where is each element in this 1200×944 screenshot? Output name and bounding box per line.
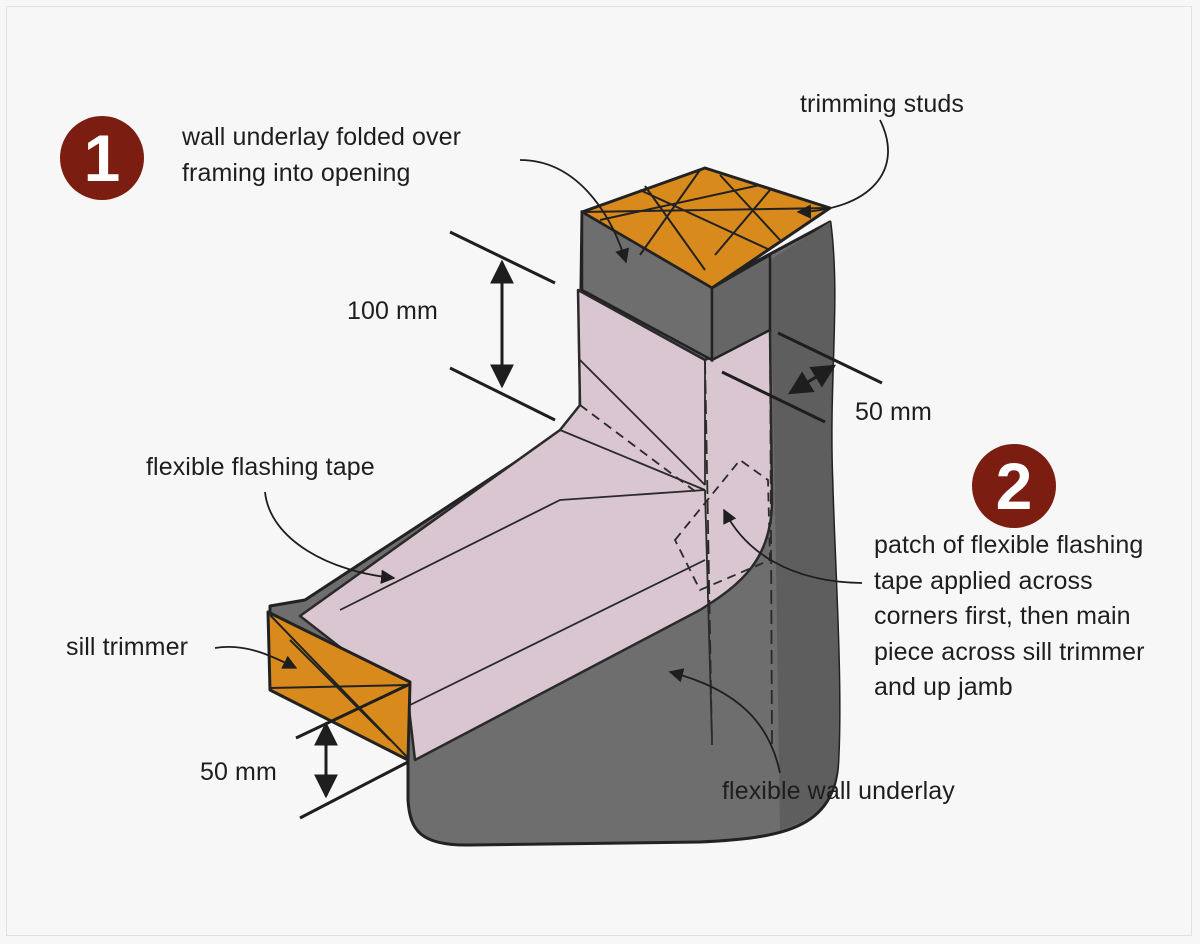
label-trimming-studs: trimming studs <box>800 87 964 123</box>
underlay-shadow <box>770 222 839 830</box>
label-dimension-50mm-left: 50 mm <box>200 755 277 791</box>
label-dimension-50mm-right: 50 mm <box>855 395 932 431</box>
label-line: patch of flexible flashing <box>874 528 1145 564</box>
label-line: wall underlay folded over <box>182 120 461 156</box>
label-dimension-100mm: 100 mm <box>347 294 438 330</box>
step-2-badge: 2 <box>972 444 1056 528</box>
label-line: corners first, then main <box>874 599 1145 635</box>
label-flexible-wall-underlay: flexible wall underlay <box>722 774 955 810</box>
label-line: framing into opening <box>182 156 461 192</box>
label-line: and up jamb <box>874 670 1145 706</box>
label-flexible-flashing-tape: flexible flashing tape <box>146 450 375 486</box>
label-patch-note: patch of flexible flashing tape applied … <box>874 528 1145 706</box>
label-line: tape applied across <box>874 564 1145 600</box>
dimension-100mm <box>450 232 555 420</box>
label-sill-trimmer: sill trimmer <box>66 630 188 666</box>
step-1-badge: 1 <box>60 116 144 200</box>
label-wall-underlay-folded: wall underlay folded over framing into o… <box>182 120 461 191</box>
label-line: piece across sill trimmer <box>874 635 1145 671</box>
